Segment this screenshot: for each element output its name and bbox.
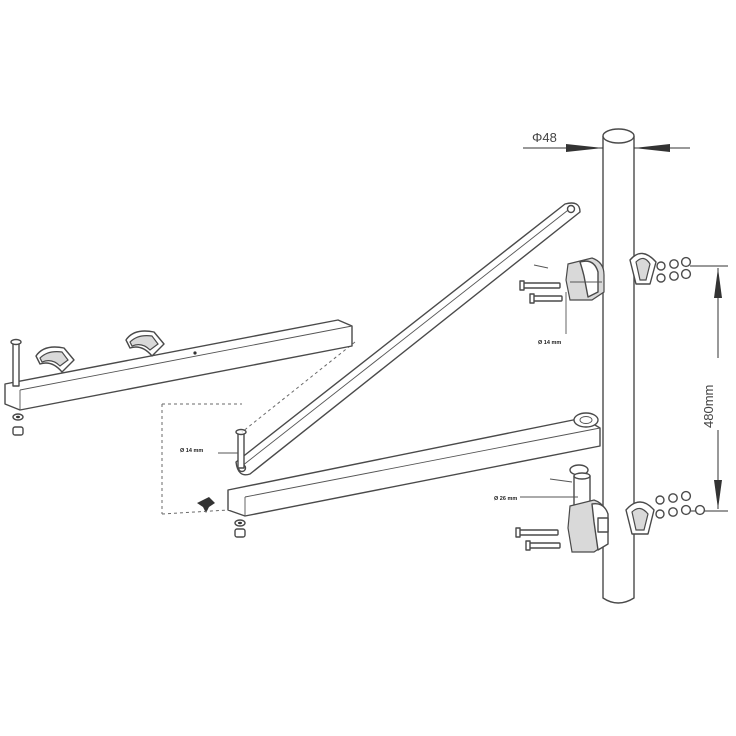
assembly-guides: [161, 341, 356, 515]
upper-clamp-assembly: Ø 14 mm: [519, 252, 692, 346]
bolt-diameter-upper-label: Ø 14 mm: [538, 340, 561, 346]
extension-saddle-plates: [35, 330, 165, 373]
clamp-spacing-dimension: 480mm: [690, 265, 728, 512]
upper-bolts: [519, 264, 563, 304]
arm-end-bolt: Ø 14 mm: [180, 428, 247, 538]
lower-clamp-assembly: Ø 26 mm: [494, 464, 706, 553]
bolt-diameter-left-label: Ø 14 mm: [180, 448, 203, 454]
clamp-spacing-label: 480mm: [701, 385, 716, 428]
arm-extension: [4, 319, 353, 436]
pin-diameter-label: Ø 26 mm: [494, 496, 517, 502]
tube-diameter-label: Φ48: [532, 130, 557, 145]
extension-bolt: [10, 338, 22, 387]
upper-nuts: [656, 256, 692, 283]
lower-nuts: [655, 490, 706, 519]
lower-bolts: [515, 478, 573, 551]
vertical-pole: [602, 128, 635, 604]
tube-diameter-dimension: Φ48: [523, 130, 690, 152]
